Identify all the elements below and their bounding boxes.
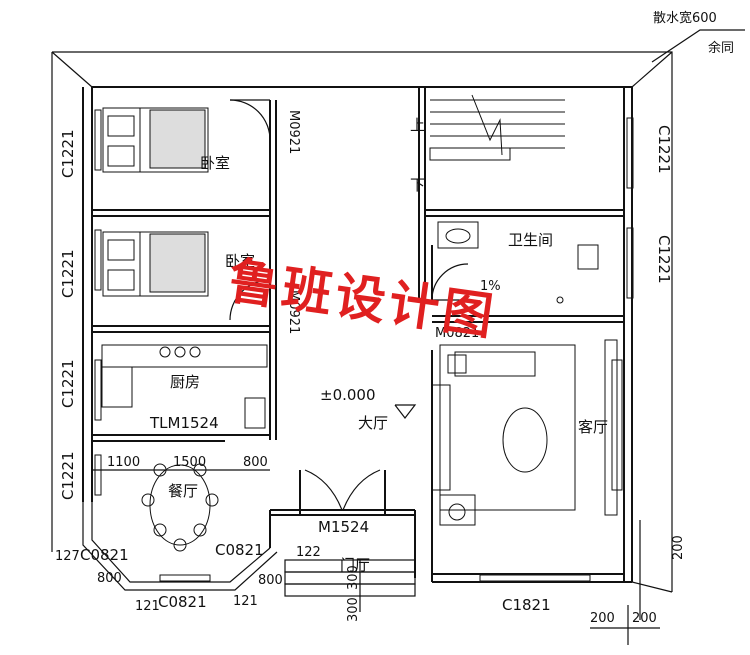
room-bedroom-1: 卧室 xyxy=(200,154,230,172)
dim-300-b: 300 xyxy=(346,597,361,622)
window-c1221-w3: C1221 xyxy=(59,359,77,408)
window-c1221-w2: C1221 xyxy=(59,249,77,298)
window-c0821-b: C0821 xyxy=(215,541,264,559)
door-tlm1524: TLM1524 xyxy=(149,414,219,432)
sofa xyxy=(431,339,623,526)
window-c1221-e1: C1221 xyxy=(655,125,673,174)
apron-same-note: 余同 xyxy=(708,40,734,56)
room-kitchen: 厨房 xyxy=(170,373,200,391)
room-bedroom-2: 卧室 xyxy=(225,252,255,270)
room-hall: 大厅 xyxy=(358,414,388,432)
dim-121-b: 121 xyxy=(233,594,258,609)
dim-121-a: 121 xyxy=(135,599,160,614)
bath-slope-label: 1% xyxy=(480,279,501,294)
door-m0921-2: M0921 xyxy=(286,290,301,334)
dim-800-c: 800 xyxy=(258,573,283,588)
room-living: 客厅 xyxy=(578,418,608,436)
dim-1500: 1500 xyxy=(173,455,206,470)
dim-800-b: 800 xyxy=(97,571,122,586)
stair-up-label: 上 xyxy=(410,116,425,134)
room-bathroom: 卫生间 xyxy=(508,231,553,249)
dim-800-a: 800 xyxy=(243,455,268,470)
bed-2 xyxy=(102,231,209,297)
door-m0821: M0821 xyxy=(435,326,479,341)
room-dining: 餐厅 xyxy=(168,482,198,500)
door-m0921-1: M0921 xyxy=(286,110,301,154)
dim-122: 122 xyxy=(296,545,321,560)
window-c1221-e2: C1221 xyxy=(655,235,673,284)
dim-200-h2: 200 xyxy=(632,611,657,626)
window-c0821-c: C0821 xyxy=(158,593,207,611)
window-c1221-w1: C1221 xyxy=(59,129,77,178)
dim-300-a: 300 xyxy=(346,565,361,590)
dim-200-v: 200 xyxy=(671,535,686,560)
stair-down-label: 下 xyxy=(410,176,425,194)
window-c1821: C1821 xyxy=(502,596,551,614)
staircase xyxy=(429,94,565,161)
window-c0821-a: C0821 xyxy=(80,546,129,564)
door-m1524: M1524 xyxy=(318,518,369,536)
apron-note: 散水宽600 xyxy=(653,10,717,26)
bed-1 xyxy=(102,107,209,173)
dining-table xyxy=(141,463,219,552)
window-c1221-w4: C1221 xyxy=(59,451,77,500)
room-foyer: 门厅 xyxy=(340,556,370,574)
dim-127: 127 xyxy=(55,549,80,564)
dim-200-h1: 200 xyxy=(590,611,615,626)
dim-1100: 1100 xyxy=(107,455,140,470)
bathroom-fixtures xyxy=(437,221,599,304)
elevation-label: ±0.000 xyxy=(320,386,376,404)
kitchen-counter xyxy=(101,344,268,429)
